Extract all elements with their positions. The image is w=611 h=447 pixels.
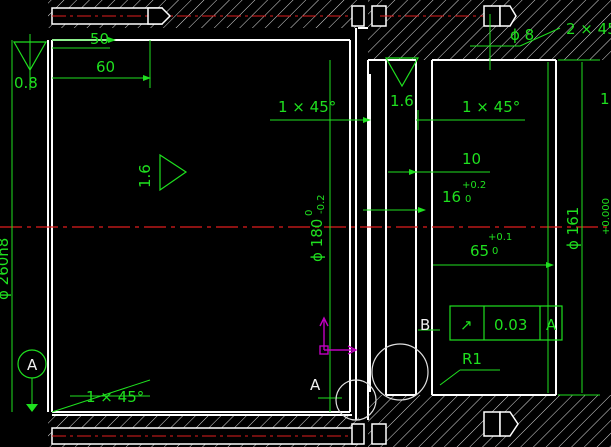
feature-control-frame bbox=[449, 305, 563, 341]
datum-B-leader-label: B bbox=[420, 316, 430, 334]
datum-A-leader-label: A bbox=[310, 376, 321, 394]
dim-1x45-left: 1 × 45° bbox=[278, 98, 336, 116]
datum-A-symbol bbox=[17, 349, 47, 412]
dim-16-tol-low: 0 bbox=[465, 194, 471, 205]
datum-A-circle-label: A bbox=[27, 356, 38, 374]
dim-0-8: 0.8 bbox=[14, 74, 38, 92]
fcf-datum: A bbox=[546, 316, 557, 334]
dim-1x45-bottom: 1 × 45° bbox=[86, 388, 144, 406]
dim-60: 60 bbox=[96, 58, 115, 76]
dim-phi161: ϕ 161 bbox=[564, 207, 582, 250]
dim-2x45-top: 2 × 45 bbox=[566, 20, 611, 38]
fcf-runout-symbol: ↗ bbox=[460, 316, 473, 334]
dim-phi180-tol-up: 0 bbox=[304, 210, 315, 216]
dim-phi180-tol-low: -0.2 bbox=[316, 194, 327, 214]
dim-10: 10 bbox=[462, 150, 481, 168]
dim-phi260: ϕ 260h8 bbox=[0, 238, 12, 300]
roughness-1-6-mid: 1.6 bbox=[136, 164, 154, 188]
roughness-1-6-top: 1.6 bbox=[390, 92, 414, 110]
dim-65-tol-up: +0.1 bbox=[488, 232, 512, 243]
dim-R1: R1 bbox=[462, 350, 482, 368]
dim-50: 50 bbox=[90, 30, 109, 48]
dimension-lines bbox=[11, 14, 600, 413]
dim-16-tol-up: +0.2 bbox=[462, 180, 486, 191]
roughness-symbols bbox=[12, 41, 420, 192]
dim-16: 16 bbox=[442, 188, 461, 206]
fcf-tolerance: 0.03 bbox=[494, 316, 527, 334]
dim-1x45-mid: 1 × 45° bbox=[462, 98, 520, 116]
dim-one-right: 1 bbox=[600, 90, 610, 108]
ucs-icon bbox=[319, 316, 358, 355]
dim-phi8: ϕ 8 bbox=[510, 26, 534, 44]
dim-65-tol-low: 0 bbox=[492, 246, 498, 257]
dim-phi180: ϕ 180 bbox=[308, 219, 326, 262]
bolt-hole-bottom bbox=[51, 411, 519, 445]
dim-65: 65 bbox=[470, 242, 489, 260]
detail-circles bbox=[335, 343, 429, 421]
bolt-hole-top bbox=[51, 5, 517, 27]
dim-right-tol: +0.000 bbox=[601, 198, 611, 235]
